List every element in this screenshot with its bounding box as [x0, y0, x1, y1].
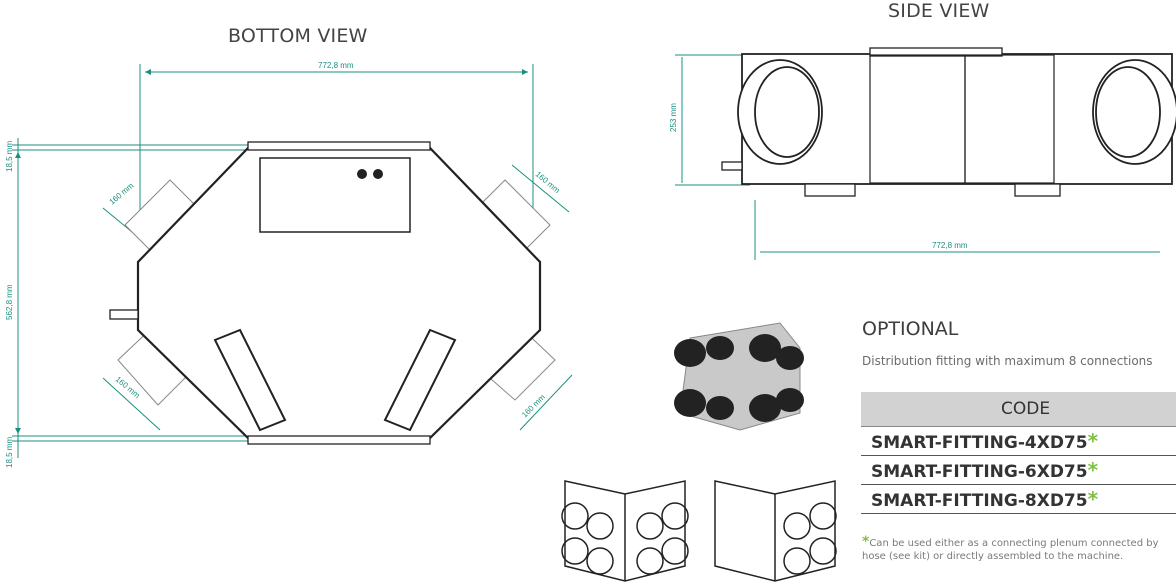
code-table-header-row: CODE: [861, 392, 1176, 427]
fitting-drawing-4-outlets: [714, 480, 837, 582]
asterisk-mark: *: [1087, 487, 1099, 511]
side-view-title: SIDE VIEW: [888, 0, 990, 22]
drain-pipe: [109, 309, 139, 320]
bottom-view-drawing: 772,8 mm 18,5 mm 562,8 mm 18,5 mm 160 mm…: [5, 61, 573, 468]
table-row: SMART-FITTING-4XD75*: [861, 426, 1176, 456]
bottom-rail: [247, 435, 431, 445]
port-top-left-label: 160 mm: [108, 181, 136, 207]
side-ports: [737, 59, 1176, 165]
side-dimension-lines: [675, 54, 1160, 260]
asterisk-mark: *: [1087, 429, 1099, 453]
optional-description: Distribution fitting with maximum 8 conn…: [862, 354, 1153, 368]
code-text: SMART-FITTING-6XD75: [871, 462, 1088, 482]
panel-knobs: [357, 169, 383, 179]
bottom-width-label: 772,8 mm: [318, 61, 354, 70]
top-rail: [247, 141, 431, 151]
filter-slot-left: [213, 328, 287, 432]
code-table-header: CODE: [861, 392, 1176, 427]
side-feet: [721, 161, 1061, 197]
bottom-top-offset-label: 18,5 mm: [5, 141, 14, 172]
side-view-drawing: 253 mm 772,8 mm: [669, 47, 1176, 260]
port-top-right-label: 160 mm: [534, 170, 562, 196]
code-cell: SMART-FITTING-8XD75*: [861, 484, 1176, 514]
table-row: SMART-FITTING-8XD75*: [861, 484, 1176, 514]
asterisk-mark: *: [1087, 458, 1099, 482]
fitting-code-table: CODE SMART-FITTING-4XD75* SMART-FITTING-…: [861, 392, 1176, 514]
code-cell: SMART-FITTING-4XD75*: [861, 426, 1176, 456]
filter-slot-right: [383, 328, 457, 432]
side-door-right: [964, 54, 1055, 184]
fitting-photo: [674, 322, 804, 431]
code-text: SMART-FITTING-4XD75: [871, 433, 1088, 453]
code-text: SMART-FITTING-8XD75: [871, 491, 1088, 511]
bottom-view-title: BOTTOM VIEW: [228, 25, 368, 47]
footnote-asterisk: *: [862, 534, 870, 550]
dimension-arrows: [15, 69, 528, 434]
footnote: *Can be used either as a connecting plen…: [862, 534, 1159, 563]
side-top-cover: [869, 47, 1003, 57]
bottom-bottom-offset-label: 18,5 mm: [5, 437, 14, 468]
table-row: SMART-FITTING-6XD75*: [861, 455, 1176, 485]
fitting-drawing-8-outlets: [561, 480, 689, 582]
footnote-text-1: Can be used either as a connecting plenu…: [869, 538, 1159, 549]
optional-heading: OPTIONAL: [862, 318, 959, 340]
bottom-height-label: 562,8 mm: [5, 284, 14, 320]
side-height-label: 253 mm: [669, 103, 678, 132]
footnote-line-2: hose (see kit) or directly assembled to …: [862, 551, 1124, 562]
control-panel: [259, 157, 411, 233]
footnote-line-1: *Can be used either as a connecting plen…: [862, 534, 1159, 550]
code-cell: SMART-FITTING-6XD75*: [861, 455, 1176, 485]
side-width-label: 772,8 mm: [932, 241, 968, 250]
bottom-dimension-lines: [12, 64, 573, 458]
